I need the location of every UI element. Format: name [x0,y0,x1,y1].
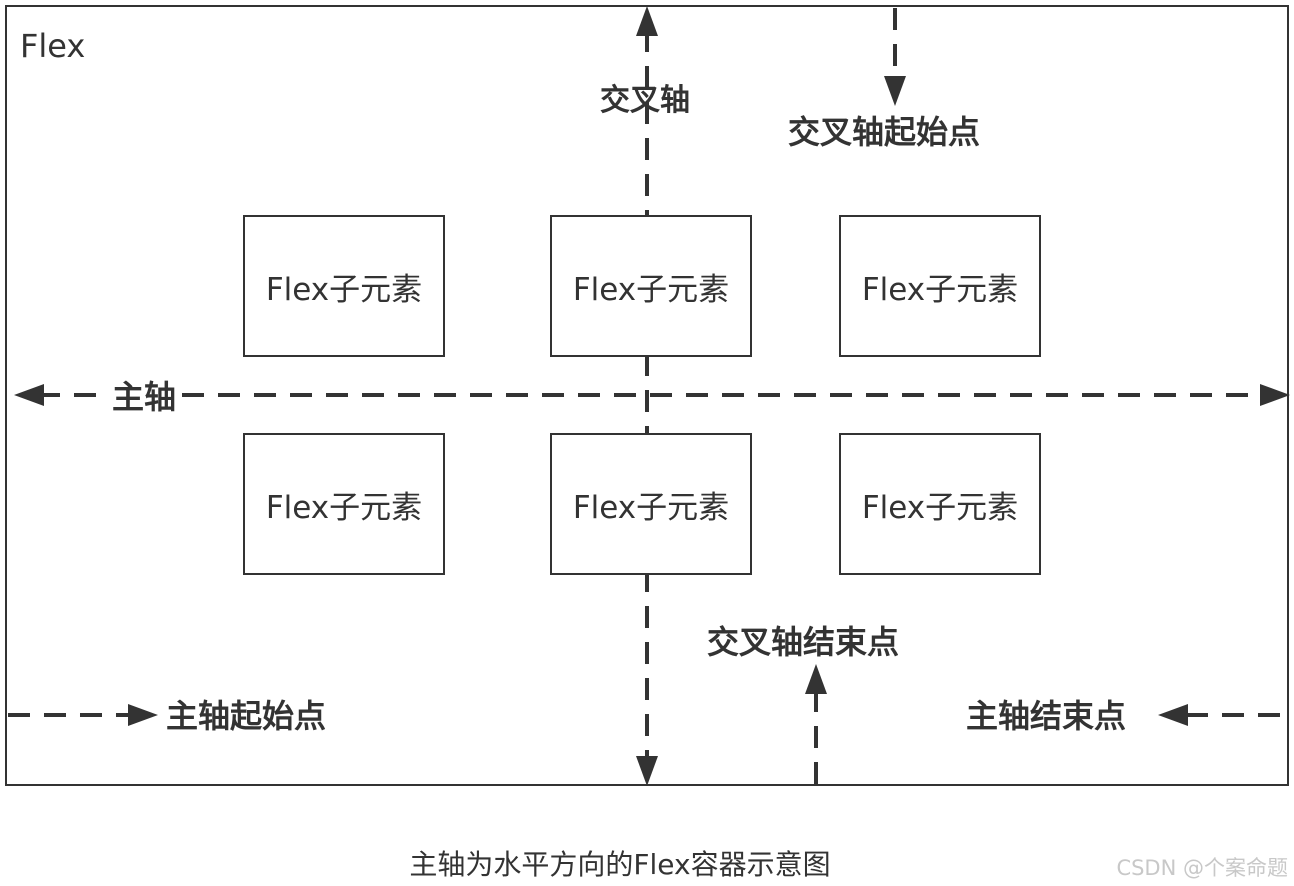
flex-child-label: Flex子元素 [572,271,730,308]
main-axis-label: 主轴 [106,381,183,413]
flex-child-box: Flex子元素 [839,215,1041,357]
flex-child-label: Flex子元素 [265,489,423,526]
cross-axis-label: 交叉轴 [600,83,690,118]
flex-child-label: Flex子元素 [861,271,1019,308]
cross-start-label: 交叉轴起始点 [788,113,981,151]
cross-axis-top-arrowhead [636,6,658,36]
flex-child-box: Flex子元素 [243,215,445,357]
figure-caption: 主轴为水平方向的Flex容器示意图 [409,848,831,881]
cross-start-arrowhead [884,76,906,106]
watermark: CSDN @个案命题 [1116,856,1288,880]
cross-end-label: 交叉轴结束点 [707,623,900,661]
flex-container-label: Flex [20,27,86,65]
flex-child-label: Flex子元素 [265,271,423,308]
cross-end-arrowhead [805,664,827,694]
main-axis-right-arrowhead [1260,384,1290,406]
flex-child-box: Flex子元素 [243,433,445,575]
flex-child-label: Flex子元素 [572,489,730,526]
main-end-arrowhead [1158,704,1188,726]
flex-child-label: Flex子元素 [861,489,1019,526]
main-start-arrowhead [128,704,158,726]
flex-child-box: Flex子元素 [550,433,752,575]
flex-child-box: Flex子元素 [550,215,752,357]
main-end-label: 主轴结束点 [966,697,1127,735]
main-start-label: 主轴起始点 [166,697,327,735]
flex-child-box: Flex子元素 [839,433,1041,575]
main-axis-left-arrowhead [14,384,44,406]
cross-axis-bottom-arrowhead [636,756,658,786]
